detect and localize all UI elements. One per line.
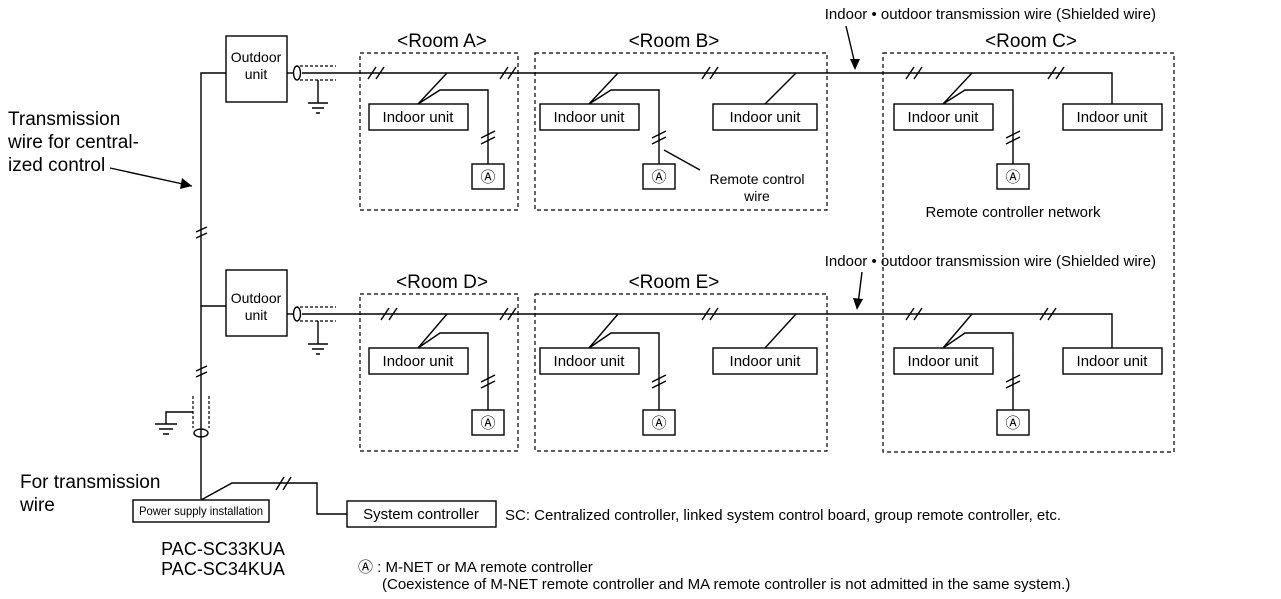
room-d-boundary: [359, 293, 519, 452]
outdoor-unit-bottom: Outdoor unit: [225, 269, 288, 337]
svg-text:Ⓐ: Ⓐ: [1005, 169, 1020, 186]
svg-text:Indoor unit: Indoor unit: [730, 109, 802, 126]
room-a-label: <Room A>: [397, 31, 487, 52]
remote-controller-b: Ⓐ: [642, 163, 676, 190]
indoor-unit-b1: Indoor unit: [539, 103, 640, 131]
remote-network-label: Remote controller network: [925, 204, 1101, 221]
legend-main: Ⓐ : M-NET or MA remote controller: [358, 559, 593, 576]
power-supply-installation: Power supply installation: [132, 499, 270, 523]
for-transmission-label-1: For transmission: [20, 472, 160, 493]
svg-text:Ⓐ: Ⓐ: [480, 169, 495, 186]
remote-controller-c2: Ⓐ: [996, 409, 1030, 436]
svg-text:Outdoor: Outdoor: [231, 49, 282, 65]
room-c-boundary: [882, 52, 1175, 453]
svg-text:Ⓐ: Ⓐ: [1005, 415, 1020, 432]
remote-controller-e: Ⓐ: [642, 409, 676, 436]
room-b-label: <Room B>: [629, 31, 720, 52]
svg-text:Indoor unit: Indoor unit: [554, 353, 626, 370]
model-2: PAC-SC34KUA: [161, 559, 285, 579]
system-controller-wire: [200, 482, 347, 515]
remote-controller-c: Ⓐ: [996, 163, 1030, 190]
room-e-label: <Room E>: [629, 272, 720, 293]
svg-text:Indoor unit: Indoor unit: [730, 353, 802, 370]
remote-controller-d: Ⓐ: [471, 409, 505, 436]
svg-text:Outdoor: Outdoor: [231, 290, 282, 306]
svg-text:Ⓐ: Ⓐ: [651, 415, 666, 432]
svg-text:Ⓐ: Ⓐ: [651, 169, 666, 186]
room-a-boundary: [359, 52, 519, 211]
svg-text:Indoor unit: Indoor unit: [554, 109, 626, 126]
svg-text:Indoor unit: Indoor unit: [383, 109, 455, 126]
central-transmission-wire: [109, 72, 226, 499]
indoor-outdoor-wire-label-top: Indoor • outdoor transmission wire (Shie…: [825, 6, 1156, 23]
room-e-boundary: [534, 293, 828, 452]
remote-control-wire-label-1: Remote control: [710, 171, 805, 187]
svg-text:Indoor unit: Indoor unit: [908, 109, 980, 126]
room-b-boundary: [534, 52, 828, 211]
indoor-unit-c3: Indoor unit: [893, 347, 994, 375]
indoor-unit-d: Indoor unit: [368, 347, 469, 375]
system-controller: System controller: [346, 500, 497, 528]
indoor-unit-b2: Indoor unit: [712, 103, 818, 131]
central-wire-label-1: Transmission: [8, 109, 120, 130]
svg-text:Indoor unit: Indoor unit: [908, 353, 980, 370]
for-transmission-label-2: wire: [19, 495, 55, 516]
indoor-unit-e2: Indoor unit: [712, 347, 818, 375]
central-wire-label-3: ized control: [8, 155, 105, 176]
indoor-unit-c2: Indoor unit: [1062, 103, 1163, 131]
indoor-unit-c1: Indoor unit: [893, 103, 994, 131]
remote-controller-a: Ⓐ: [471, 163, 505, 190]
svg-text:Indoor unit: Indoor unit: [383, 353, 455, 370]
model-1: PAC-SC33KUA: [161, 539, 285, 559]
svg-text:Ⓐ: Ⓐ: [480, 415, 495, 432]
indoor-unit-e1: Indoor unit: [539, 347, 640, 375]
svg-text:Indoor unit: Indoor unit: [1077, 353, 1149, 370]
central-wire-label-2: wire for central-: [7, 132, 139, 153]
room-d-label: <Room D>: [396, 272, 488, 293]
central-wire-shield-ground: [155, 396, 210, 438]
svg-text:unit: unit: [245, 66, 268, 82]
sc-note: SC: Centralized controller, linked syste…: [505, 507, 1061, 524]
indoor-outdoor-wire-label-bottom: Indoor • outdoor transmission wire (Shie…: [825, 253, 1156, 270]
indoor-unit-c4: Indoor unit: [1062, 347, 1163, 375]
power-supply-label: Power supply installation: [139, 504, 263, 518]
indoor-unit-a: Indoor unit: [368, 103, 469, 131]
room-c-label: <Room C>: [985, 31, 1077, 52]
legend-sub: (Coexistence of M-NET remote controller …: [382, 576, 1070, 593]
system-controller-label: System controller: [363, 506, 479, 523]
shield-ground-top: [287, 65, 880, 114]
shield-ground-bottom: [287, 306, 880, 355]
remote-control-wire-label-2: wire: [743, 188, 770, 204]
svg-text:unit: unit: [245, 307, 268, 323]
outdoor-unit-top: Outdoor unit: [225, 35, 288, 103]
svg-text:Indoor unit: Indoor unit: [1077, 109, 1149, 126]
